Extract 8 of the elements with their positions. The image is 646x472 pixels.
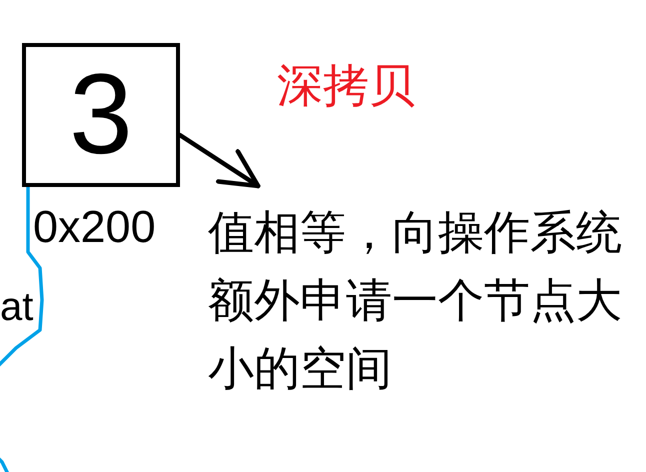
value-text: 3 <box>69 58 133 172</box>
title-text: 深拷贝 <box>277 62 415 108</box>
description-text: 值相等，向操作系统额外申请一个节点大小的空间 <box>208 186 644 402</box>
connector-line <box>0 185 44 472</box>
value-box <box>22 43 180 187</box>
text-fragment: at <box>0 287 34 327</box>
arrow <box>178 132 260 188</box>
address-label: 0x200 <box>33 204 156 249</box>
